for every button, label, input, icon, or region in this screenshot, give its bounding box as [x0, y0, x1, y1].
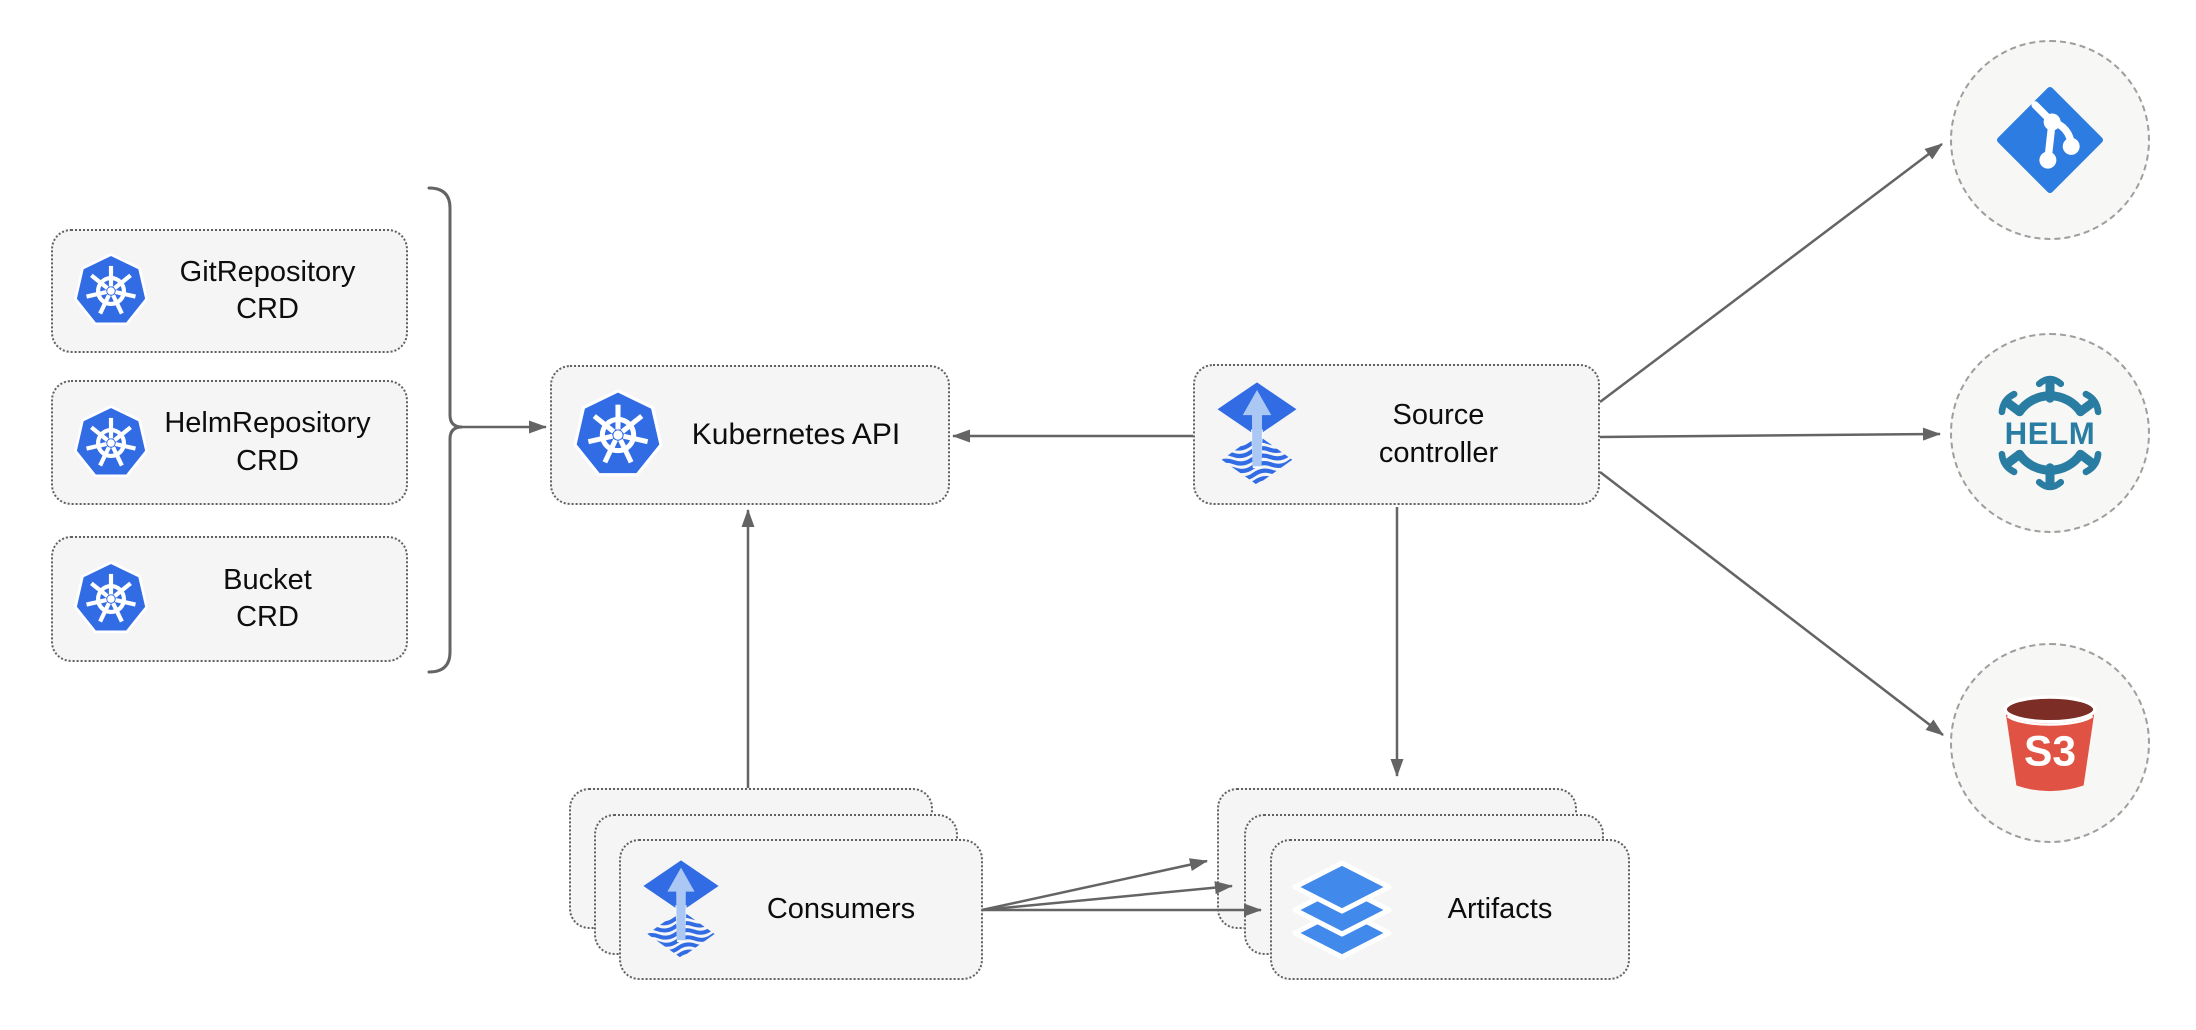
kubernetes-api-label: Kubernetes API — [691, 417, 901, 451]
flux-source-icon — [641, 857, 721, 963]
arrow-source-controller-to-helm — [1599, 427, 1941, 441]
gitrepository-crd-label: GitRepository CRD — [149, 254, 386, 328]
node-label-line: controller — [1378, 436, 1499, 469]
helm-icon-label: HELM — [2005, 416, 2096, 451]
kubernetes-icon — [73, 405, 149, 481]
bucket-crd-node: Bucket CRD — [51, 536, 408, 662]
source-controller-label: Source controller — [1299, 397, 1578, 471]
helmrepository-crd-node: HelmRepository CRD — [51, 380, 408, 505]
node-label-line: CRD — [236, 601, 299, 633]
kubernetes-api-node: Kubernetes API — [550, 365, 950, 505]
arrow-source-controller-to-s3 — [1599, 471, 1944, 736]
arrow-consumers-to-artifacts-2 — [981, 881, 1233, 912]
node-label-line: CRD — [236, 293, 299, 325]
node-label-line: HelmRepository — [164, 407, 371, 440]
s3-icon-label: S3 — [2024, 727, 2076, 775]
artifacts-node: Artifacts — [1270, 839, 1630, 980]
git-branch-icon — [1997, 87, 2103, 193]
layers-icon — [1292, 855, 1392, 965]
gitrepository-crd-node: GitRepository CRD — [51, 229, 408, 353]
node-label-line: Source — [1392, 399, 1485, 432]
node-label-line: Bucket — [223, 563, 312, 596]
kubernetes-icon — [572, 389, 664, 481]
flux-source-icon — [1215, 379, 1299, 490]
crd-group-bracket — [427, 186, 463, 674]
s3-bucket-icon: S3 — [1994, 687, 2106, 799]
kubernetes-icon — [73, 253, 149, 329]
consumers-label: Consumers — [766, 892, 916, 925]
arrow-source-controller-to-git — [1599, 143, 1943, 403]
helm-source-circle: HELM — [1950, 333, 2150, 533]
node-label-line: GitRepository — [179, 255, 356, 288]
arrow-consumers-to-artifacts-1 — [981, 858, 1208, 912]
s3-source-circle: S3 — [1950, 643, 2150, 843]
consumers-node: Consumers — [619, 839, 983, 980]
kubernetes-icon — [73, 561, 149, 637]
node-label-line: CRD — [236, 444, 299, 477]
helmrepository-crd-label: HelmRepository CRD — [149, 405, 386, 479]
bucket-crd-label: Bucket CRD — [149, 562, 386, 636]
helm-wheel-icon: HELM — [1990, 373, 2110, 493]
artifacts-label: Artifacts — [1447, 892, 1553, 925]
git-source-circle — [1950, 40, 2150, 240]
source-controller-node: Source controller — [1193, 364, 1600, 505]
